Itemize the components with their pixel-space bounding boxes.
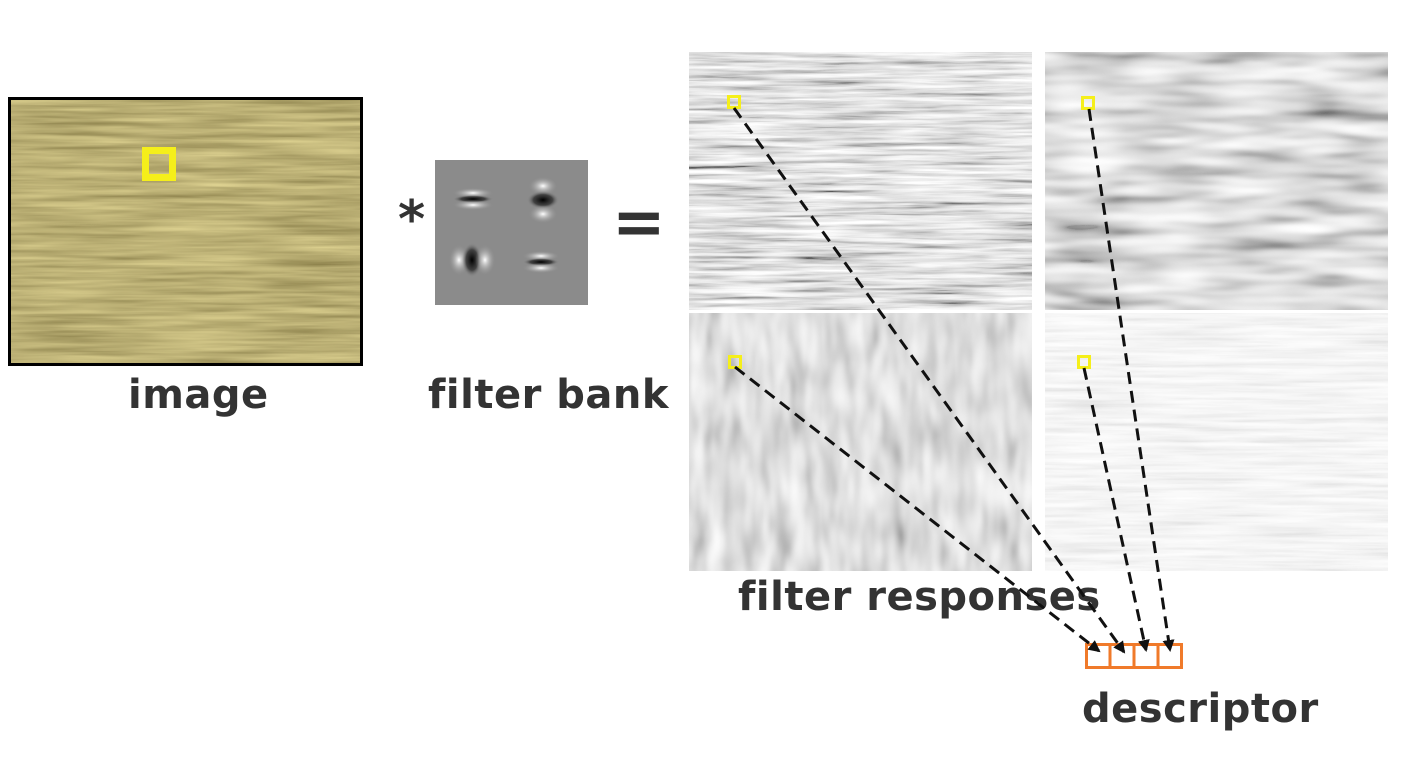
filter-bank-label: filter bank xyxy=(428,372,669,418)
convolution-operator: * xyxy=(398,190,426,250)
filter-2 xyxy=(527,177,559,223)
filter-responses-label: filter responses xyxy=(738,574,1101,620)
response-1 xyxy=(689,52,1032,310)
highlight-square-response-2 xyxy=(1081,96,1095,110)
equals-operator: = xyxy=(612,186,666,260)
response-3 xyxy=(689,313,1032,571)
straw-texture xyxy=(11,100,360,363)
highlight-square-response-1 xyxy=(727,95,741,109)
filter-4 xyxy=(523,251,559,273)
response-2 xyxy=(1045,52,1388,310)
filter-1 xyxy=(453,188,493,210)
image-label: image xyxy=(128,372,269,418)
descriptor-label: descriptor xyxy=(1082,686,1319,732)
highlight-square-response-4 xyxy=(1077,355,1091,369)
filter-bank xyxy=(435,160,588,305)
highlight-square-image xyxy=(142,147,176,181)
filter-3 xyxy=(449,243,495,277)
highlight-square-response-3 xyxy=(728,355,742,369)
input-image xyxy=(8,97,363,366)
descriptor-vector xyxy=(1085,643,1183,669)
response-4 xyxy=(1045,313,1388,571)
